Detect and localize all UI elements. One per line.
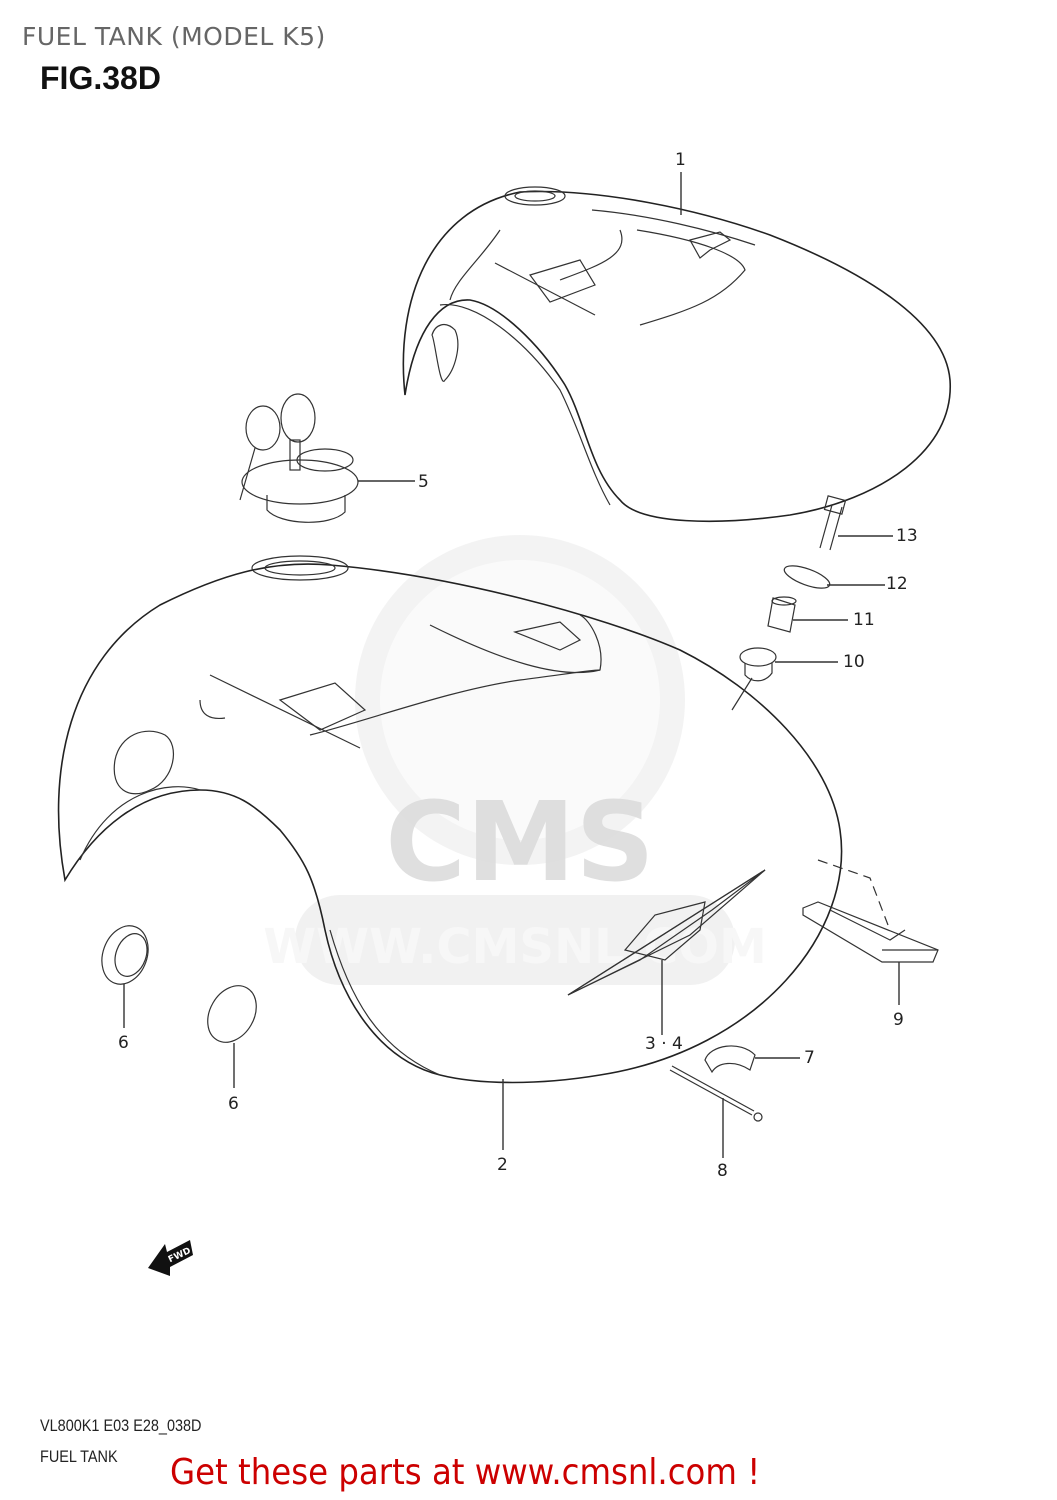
bushing-drawing	[739, 647, 777, 682]
rear-mount-cushion-drawing	[802, 859, 939, 963]
cushion-ring-drawing	[101, 925, 149, 985]
fuel-cap-drawing	[239, 393, 359, 523]
tank-emblem-drawing	[567, 869, 766, 996]
cushion-cap-drawing	[207, 985, 257, 1043]
callout-2: 2	[497, 1155, 508, 1175]
callout-3-4: 3 · 4	[645, 1034, 683, 1054]
callout-1: 1	[675, 150, 686, 170]
callout-11: 11	[853, 610, 875, 630]
callout-13: 13	[896, 526, 918, 546]
figure-id: FIG.38D	[40, 60, 161, 96]
callout-9: 9	[893, 1010, 904, 1030]
diagram-code: VL800K1 E03 E28_038D	[40, 1416, 202, 1435]
callout-8: 8	[717, 1161, 728, 1181]
washer-drawing	[783, 565, 831, 589]
bolt-drawing	[819, 495, 847, 551]
svg-text:CMS: CMS	[385, 778, 654, 906]
clamp-drawing	[704, 1045, 756, 1074]
fuel-tank-lower-drawing	[57, 555, 843, 1084]
diagram-subtitle: FUEL TANK (MODEL K5)	[22, 22, 326, 51]
callout-7: 7	[804, 1048, 815, 1068]
diagram-name: FUEL TANK	[40, 1447, 118, 1466]
callout-12: 12	[886, 574, 908, 594]
spacer-drawing	[767, 596, 797, 633]
cta-link[interactable]: Get these parts at www.cmsnl.com !	[170, 1452, 761, 1493]
svg-text:WWW.CMSNL.COM: WWW.CMSNL.COM	[263, 919, 767, 975]
callout-10: 10	[843, 652, 865, 672]
callout-6a: 6	[118, 1033, 129, 1053]
cms-watermark-logo: CMS WWW.CMSNL.COM	[263, 535, 767, 985]
mount-guide-line	[731, 677, 753, 711]
tie-strap-drawing	[669, 1065, 763, 1122]
callout-5: 5	[418, 472, 429, 492]
fuel-tank-upper-drawing	[402, 186, 951, 523]
callout-6b: 6	[228, 1094, 239, 1114]
fwd-arrow-icon: FWD	[148, 1240, 193, 1276]
